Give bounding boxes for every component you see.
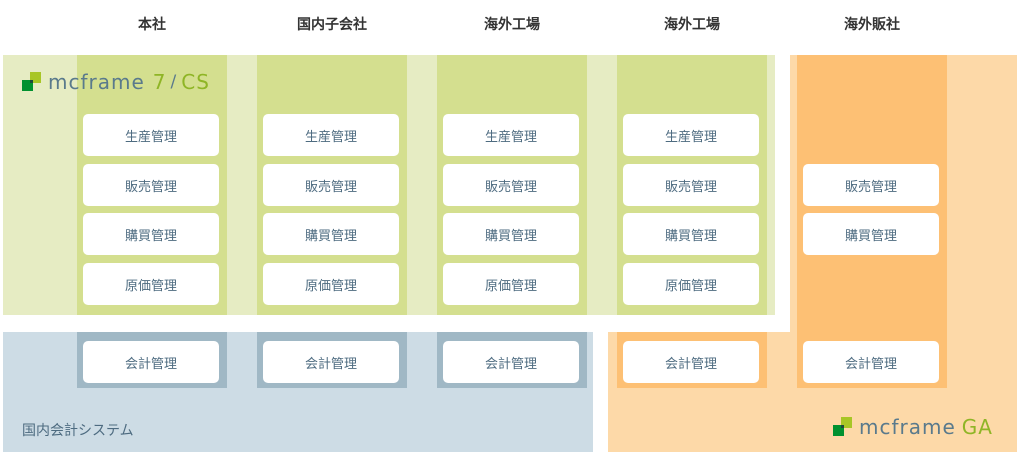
module-card: 原価管理 xyxy=(623,263,759,305)
module-card: 販売管理 xyxy=(623,164,759,206)
header-hq: 本社 xyxy=(138,17,166,33)
module-card: 原価管理 xyxy=(263,263,399,305)
module-card: 生産管理 xyxy=(83,114,219,156)
module-card: 購買管理 xyxy=(83,213,219,255)
module-card: 生産管理 xyxy=(263,114,399,156)
logo-squares-icon xyxy=(833,417,853,437)
module-card: 原価管理 xyxy=(83,263,219,305)
module-card: 購買管理 xyxy=(623,213,759,255)
module-card: 購買管理 xyxy=(263,213,399,255)
mcframe-ga-logo: mcframe GA xyxy=(833,415,993,439)
module-card: 販売管理 xyxy=(83,164,219,206)
module-card: 購買管理 xyxy=(803,213,939,255)
accounting-card: 会計管理 xyxy=(623,341,759,383)
accounting-card: 会計管理 xyxy=(263,341,399,383)
accounting-card: 会計管理 xyxy=(803,341,939,383)
header-overseas-factory: 海外工場 xyxy=(664,17,720,33)
module-card: 原価管理 xyxy=(443,263,579,305)
module-card: 生産管理 xyxy=(623,114,759,156)
header-domestic-subsidiary: 国内子会社 xyxy=(297,17,367,33)
domestic-accounting-label: 国内会計システム xyxy=(22,423,134,439)
accounting-card: 会計管理 xyxy=(443,341,579,383)
header-overseas-sales: 海外販社 xyxy=(844,17,900,33)
module-card: 販売管理 xyxy=(443,164,579,206)
module-card: 販売管理 xyxy=(803,164,939,206)
module-card: 購買管理 xyxy=(443,213,579,255)
mcframe-cs-logo: mcframe 7 / CS xyxy=(22,70,210,94)
module-card: 生産管理 xyxy=(443,114,579,156)
accounting-card: 会計管理 xyxy=(83,341,219,383)
module-card: 販売管理 xyxy=(263,164,399,206)
logo-squares-icon xyxy=(22,72,42,92)
header-overseas-factory: 海外工場 xyxy=(484,17,540,33)
